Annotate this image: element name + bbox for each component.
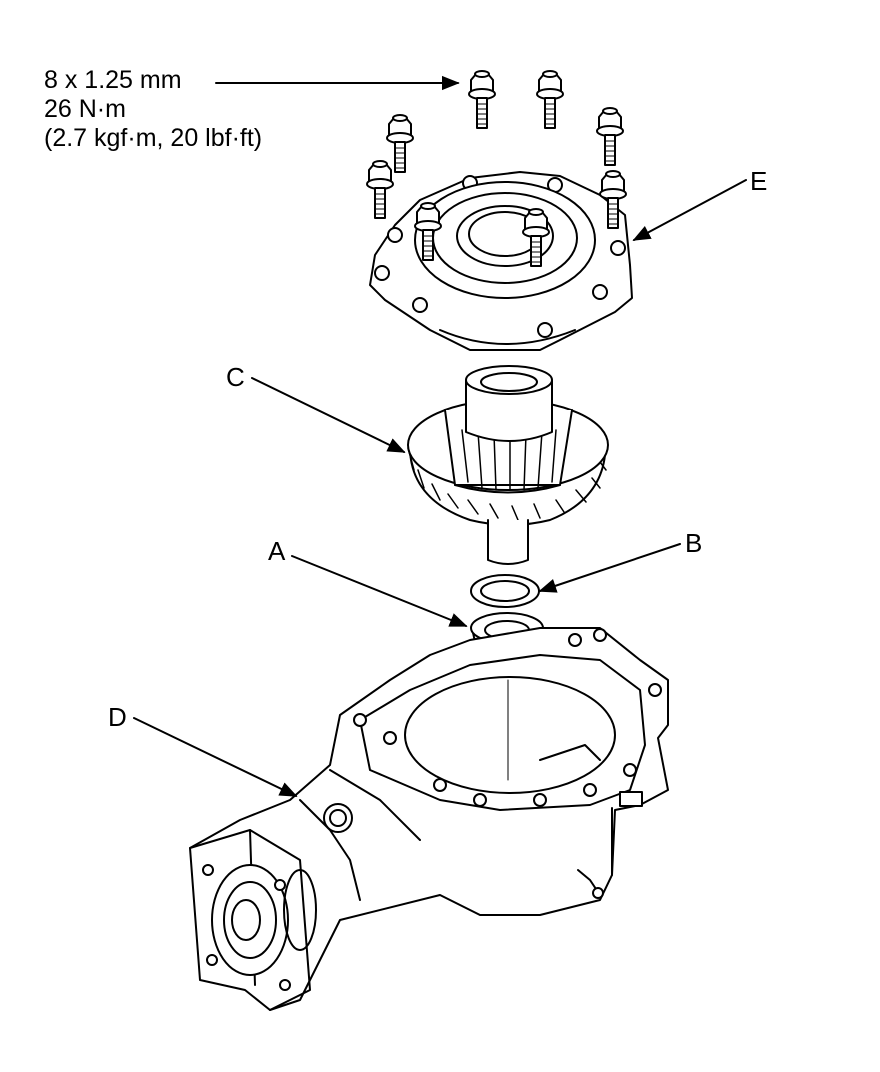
part-e-cover (369, 171, 633, 351)
bolt-torque-spec: 8 x 1.25 mm 26 N·m (2.7 kgf·m, 20 lbf·ft… (44, 66, 262, 153)
callout-label-b: B (685, 528, 703, 558)
callout-label-d: D (108, 702, 127, 732)
callout-label-e: E (750, 166, 768, 196)
callout-label-c: C (226, 362, 245, 392)
part-b-shim (470, 574, 540, 608)
part-d-carrier (189, 627, 669, 1011)
torque-alt-units-text: (2.7 kgf·m, 20 lbf·ft) (44, 124, 263, 152)
leader-lines (133, 75, 747, 797)
bolt-size-text: 8 x 1.25 mm (44, 66, 182, 94)
callout-label-a: A (268, 536, 286, 566)
part-c-gear (407, 365, 609, 565)
torque-nm-text: 26 N·m (44, 95, 126, 123)
